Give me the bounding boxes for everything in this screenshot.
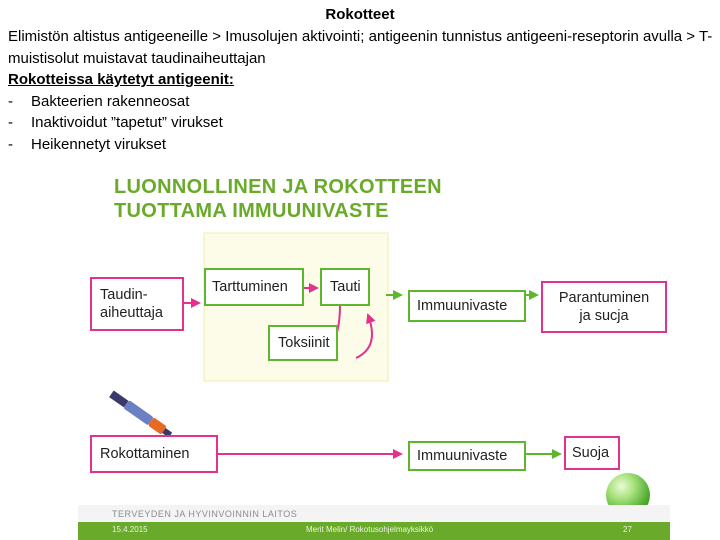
protection-box: Suoja [564,436,620,470]
recovery-label-line1: Parantuminen [559,289,649,307]
antigen-subheading: Rokotteissa käytetyt antigeenit: [8,69,716,91]
pathogen-label-line2: aiheuttaja [100,304,163,322]
disease-box: Tauti [320,268,370,306]
footer-date: 15.4.2015 [112,525,148,534]
immune-response-box: Immuunivaste [408,441,526,471]
bullet-item: - Inaktivoidut ”tapetut” virukset [8,112,716,134]
recovery-label-line2: ja sucja [559,307,649,325]
recovery-box: Parantuminen ja sucja [541,281,667,333]
immune-response-box: Immuunivaste [408,290,526,322]
bullet-dash: - [8,112,31,134]
vaccination-box: Rokottaminen [90,435,218,473]
slide-body: Elimistön altistus antigeeneille > Imuso… [8,26,716,155]
bullet-text: Bakteerien rakenneosat [31,91,189,113]
pathogen-box: Taudin- aiheuttaja [90,277,184,331]
immune-response-figure: LUONNOLLINEN JA ROKOTTEEN TUOTTAMA IMMUU… [78,165,670,540]
intro-paragraph: Elimistön altistus antigeeneille > Imuso… [8,26,716,69]
bullet-dash: - [8,91,31,113]
bullet-dash: - [8,134,31,156]
bullet-text: Inaktivoidut ”tapetut” virukset [31,112,223,134]
footer-bar: 15.4.2015 Merit Melin/ Rokotusohjelmayks… [78,522,670,540]
footer-institution: TERVEYDEN JA HYVINVOINNIN LAITOS [112,509,297,519]
footer-page-number: 27 [623,525,632,534]
slide-title: Rokotteet [0,5,720,25]
toxins-box: Toksiinit [268,325,338,361]
flow-connectors [78,165,670,540]
footer-author: Merit Melin/ Rokotusohjelmayksikkö [306,525,433,534]
infection-box: Tarttuminen [204,268,304,306]
bullet-item: - Bakteerien rakenneosat [8,91,716,113]
bullet-item: - Heikennetyt virukset [8,134,716,156]
bullet-text: Heikennetyt virukset [31,134,166,156]
pathogen-label-line1: Taudin- [100,286,163,304]
